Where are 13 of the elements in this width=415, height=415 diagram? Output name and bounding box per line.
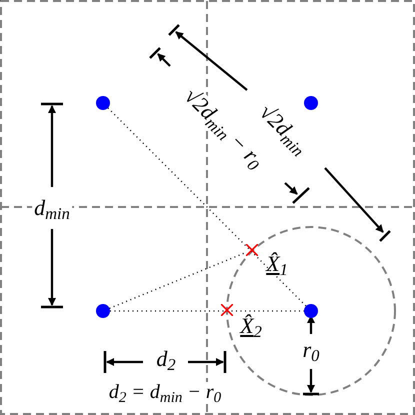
dotted-line [109,252,247,309]
signal-point [96,304,110,318]
dimension-label: d$_{2}$ [154,348,178,370]
cross-mark [221,304,233,316]
signal-point [96,96,110,110]
dotted-line [108,108,306,306]
cross-mark [246,244,258,256]
dimension-label: d$_{2}$ = d$_{min}$ − r$_{0}$ [106,382,224,402]
dimension-label: d$_{min}$ [32,197,72,219]
signal-point [304,96,318,110]
estimate-label: X̂$_{2}$ [240,315,262,337]
signal-point [304,304,318,318]
estimate-label: X̂$_{1}$ [266,253,288,275]
